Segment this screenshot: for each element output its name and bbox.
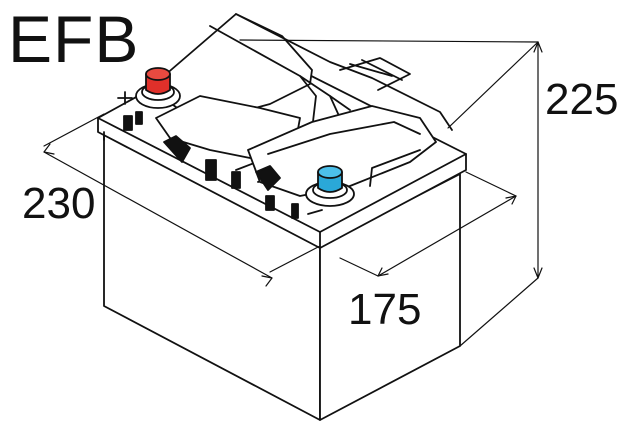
width-dimension-label: 175 — [348, 285, 422, 334]
negative-terminal — [305, 165, 355, 207]
height-dimension-label: 225 — [545, 75, 619, 124]
battery-type-label: EFB — [8, 2, 140, 76]
positive-terminal — [135, 67, 181, 109]
dimension-lines — [43, 39, 543, 347]
length-dimension-label: 230 — [22, 179, 96, 228]
